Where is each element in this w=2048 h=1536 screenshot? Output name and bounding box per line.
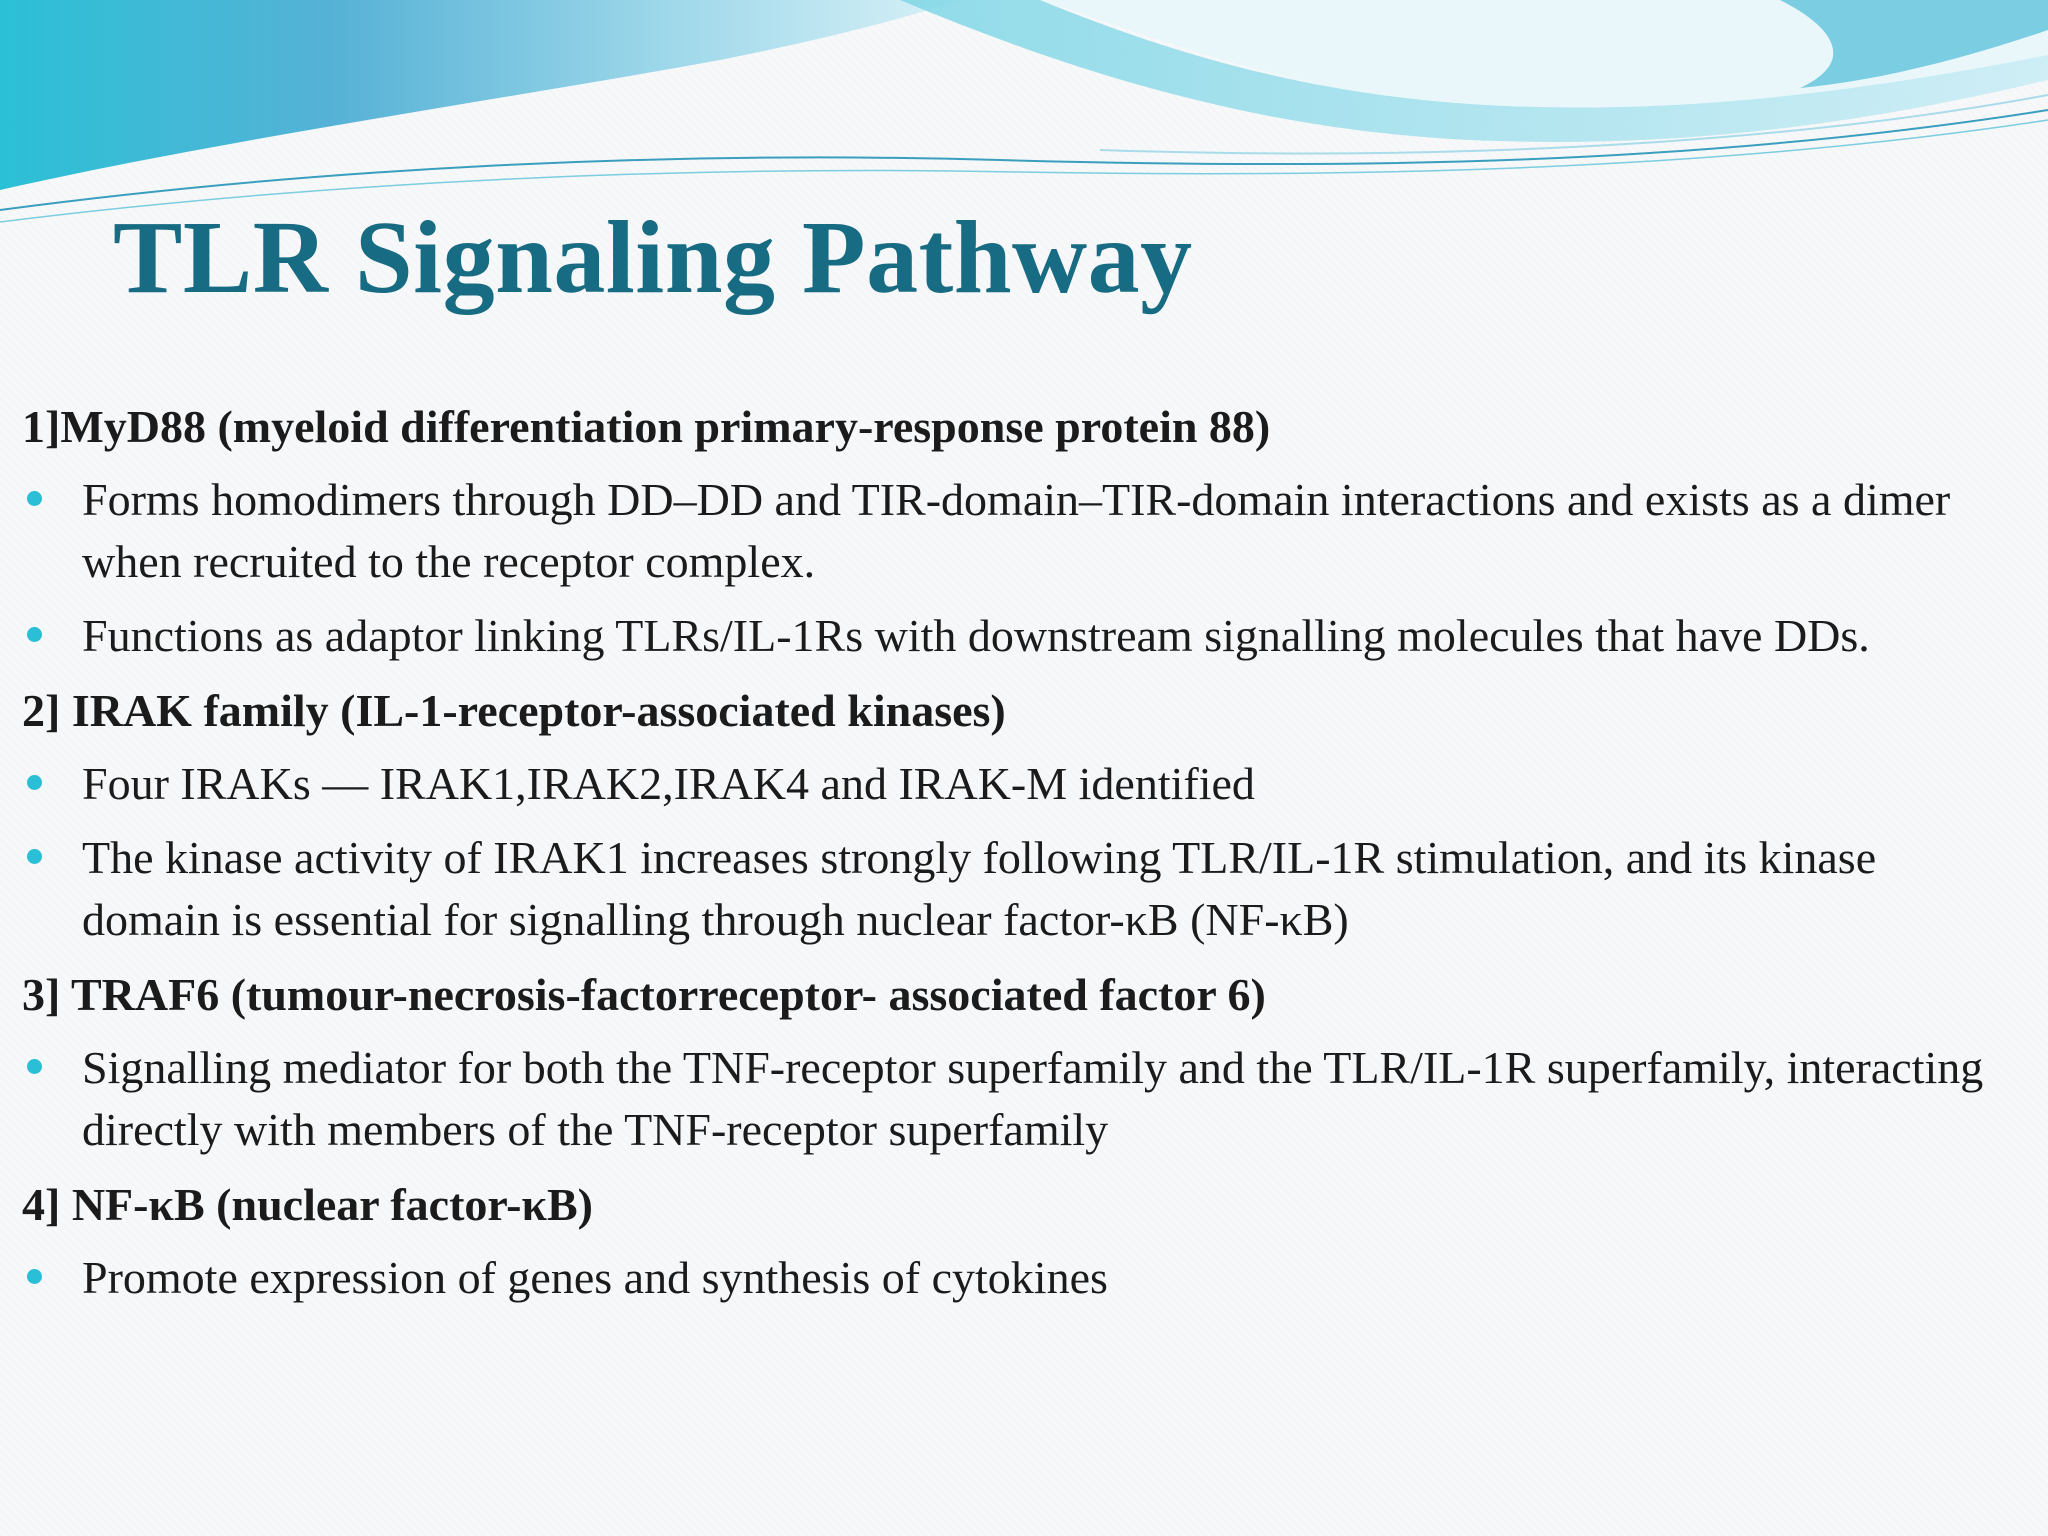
section-heading-nfkb: 4] NF-κB (nuclear factor-κB) bbox=[22, 1179, 593, 1230]
bullet-item: Forms homodimers through DD–DD and TIR-d… bbox=[22, 469, 2012, 593]
bullet-dot-icon bbox=[27, 627, 42, 642]
slide-title: TLR Signaling Pathway bbox=[113, 200, 1193, 315]
bullet-dot-icon bbox=[27, 1059, 42, 1074]
header-wave-decoration bbox=[0, 0, 2048, 223]
bullet-text: Signalling mediator for both the TNF-rec… bbox=[82, 1042, 1984, 1155]
bullet-text: The kinase activity of IRAK1 increases s… bbox=[82, 832, 1877, 945]
bullet-dot-icon bbox=[27, 849, 42, 864]
bullet-item: Promote expression of genes and synthesi… bbox=[22, 1247, 2012, 1309]
section-heading-myd88: 1]MyD88 (myeloid differentiation primary… bbox=[22, 401, 1271, 452]
bullet-text: Forms homodimers through DD–DD and TIR-d… bbox=[82, 474, 1951, 587]
bullet-dot-icon bbox=[27, 491, 42, 506]
bullet-item: Functions as adaptor linking TLRs/IL-1Rs… bbox=[22, 605, 2012, 667]
bullet-item: Four IRAKs — IRAK1,IRAK2,IRAK4 and IRAK-… bbox=[22, 753, 2012, 815]
bullet-dot-icon bbox=[27, 1269, 42, 1284]
bullet-text: Functions as adaptor linking TLRs/IL-1Rs… bbox=[82, 610, 1870, 661]
section-heading-traf6: 3] TRAF6 (tumour-necrosis-factorreceptor… bbox=[22, 969, 1266, 1020]
bullet-item: The kinase activity of IRAK1 increases s… bbox=[22, 827, 2012, 951]
bullet-item: Signalling mediator for both the TNF-rec… bbox=[22, 1037, 2012, 1161]
bullet-text: Promote expression of genes and synthesi… bbox=[82, 1252, 1108, 1303]
slide-content: 1]MyD88 (myeloid differentiation primary… bbox=[22, 395, 2012, 1321]
bullet-dot-icon bbox=[27, 775, 42, 790]
section-heading-irak: 2] IRAK family (IL-1-receptor-associated… bbox=[22, 685, 1006, 736]
bullet-text: Four IRAKs — IRAK1,IRAK2,IRAK4 and IRAK-… bbox=[82, 758, 1255, 809]
